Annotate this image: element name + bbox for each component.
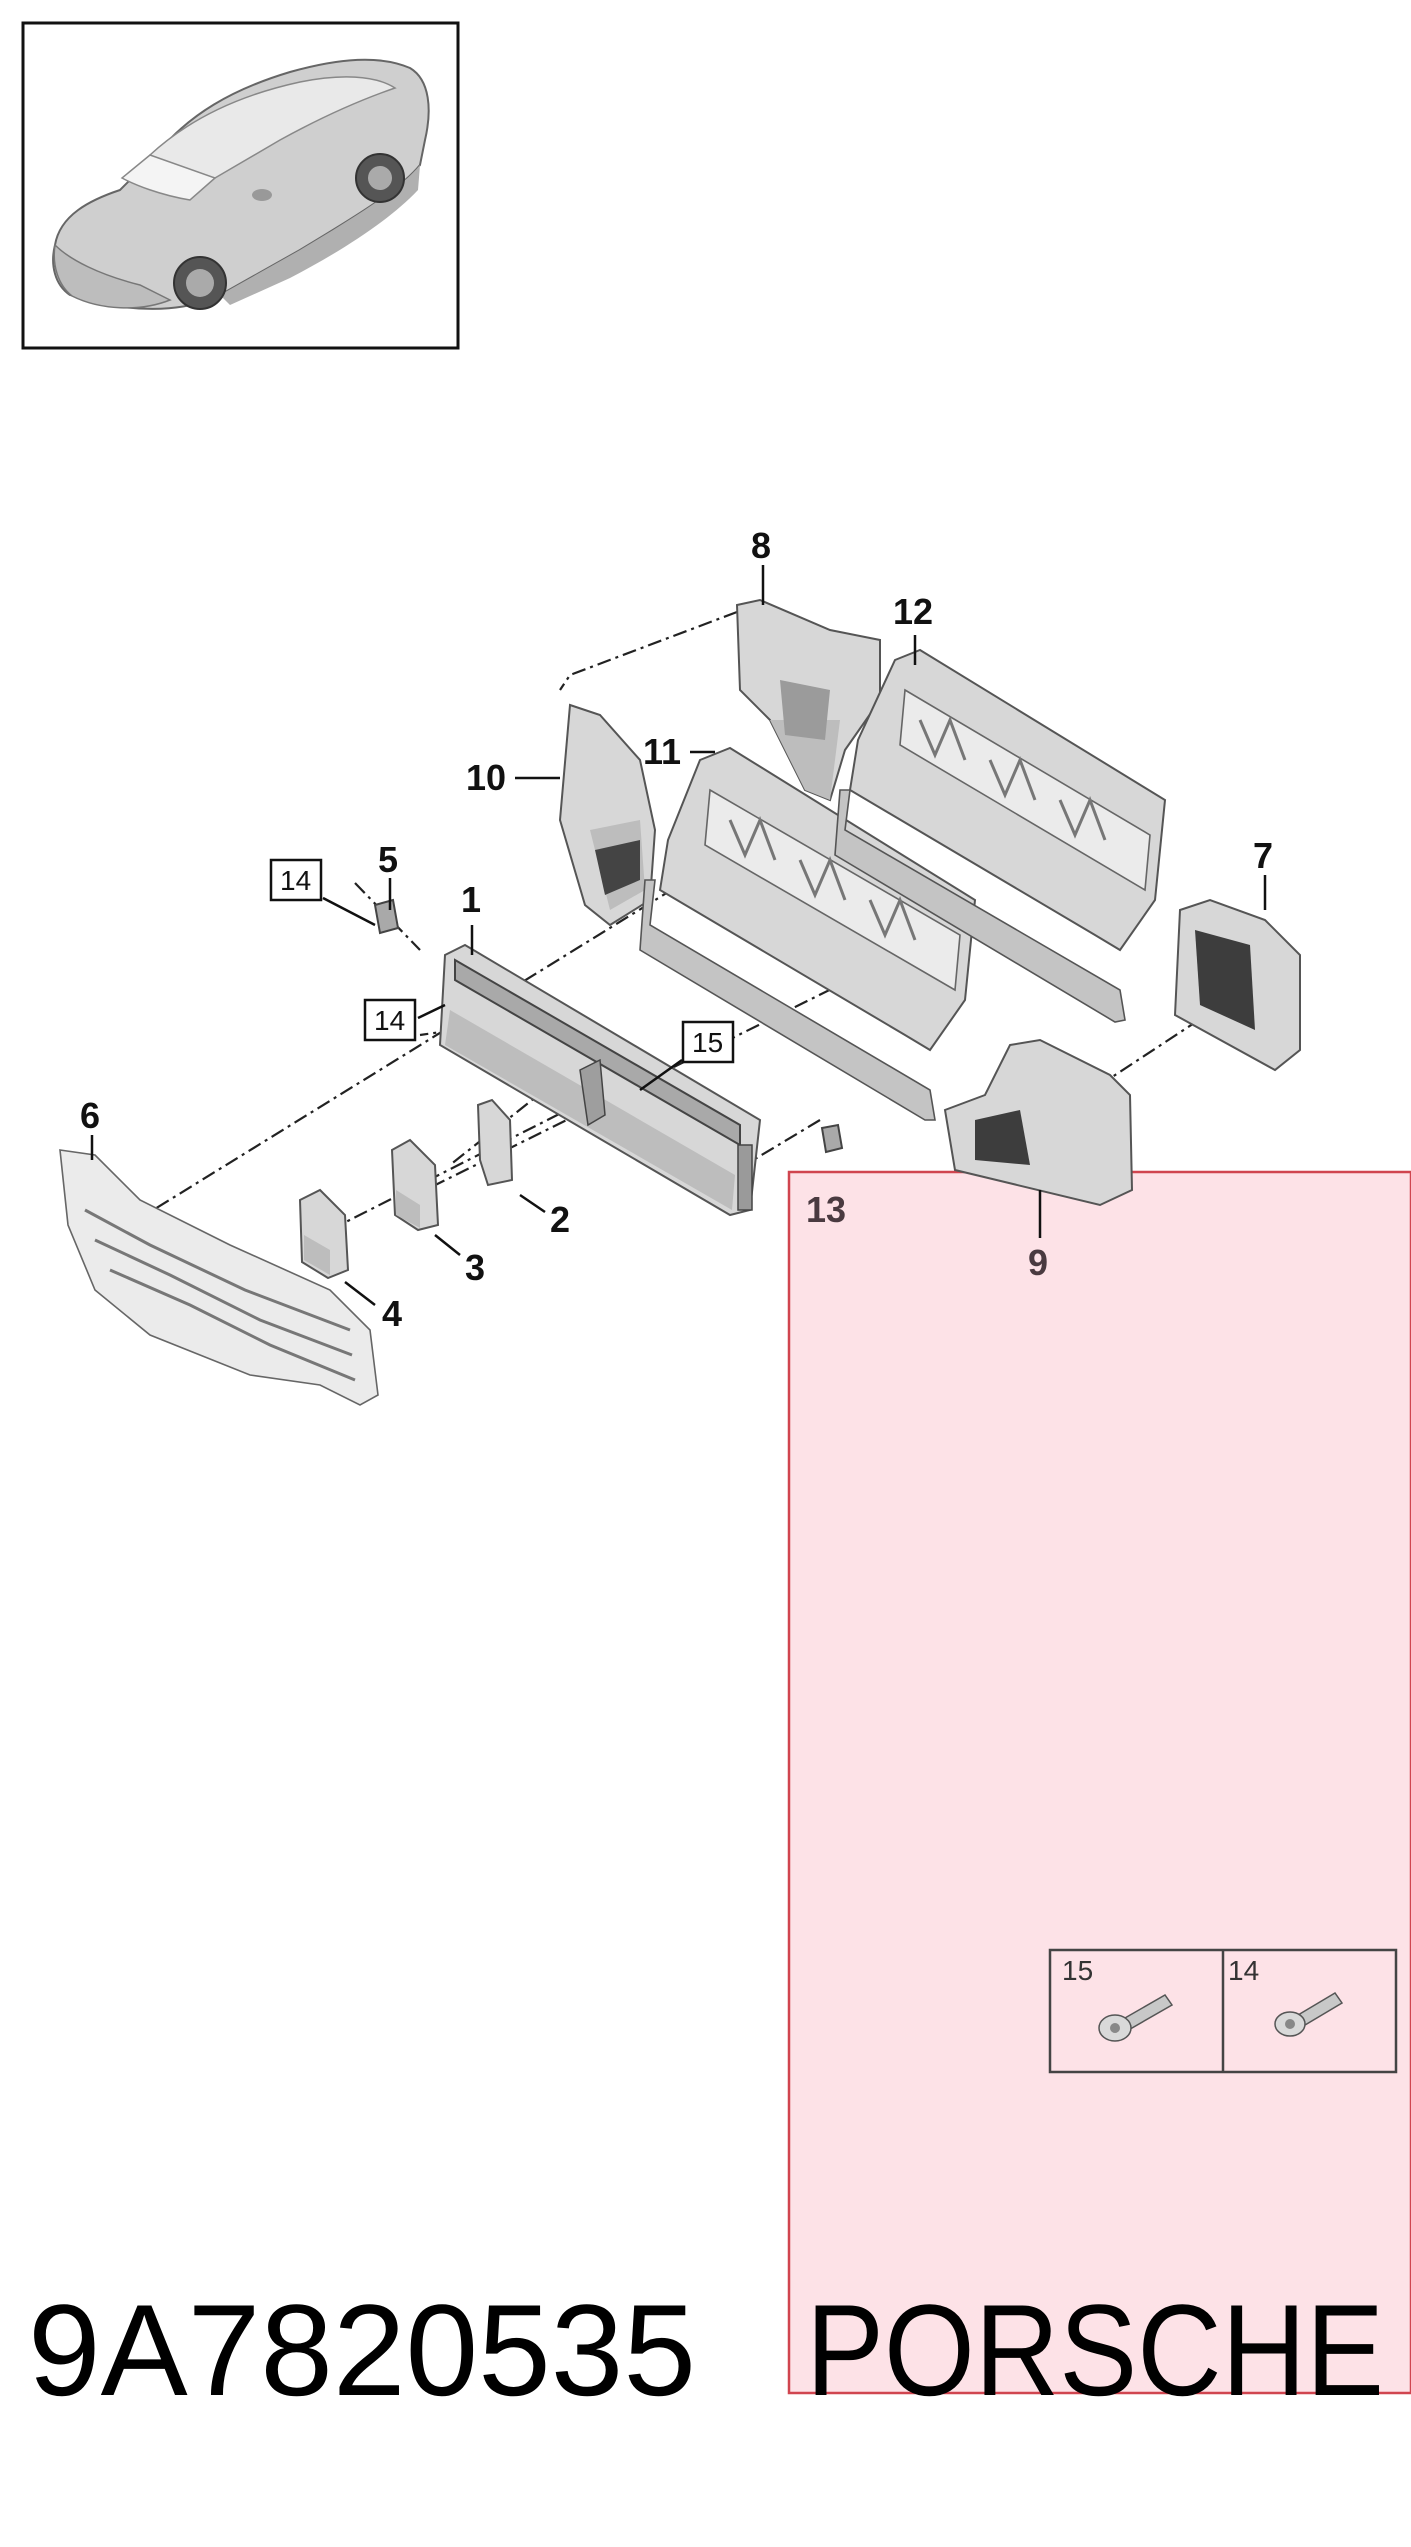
callout-4: 4 <box>382 1293 402 1334</box>
part-9-lower-duct <box>943 1038 1134 1207</box>
callout-10: 10 <box>466 757 506 798</box>
callout-13: 13 <box>806 1189 846 1230</box>
part-7-right-duct <box>1173 898 1301 1072</box>
boxed-ref-15: 15 <box>681 1020 735 1064</box>
boxed-ref-14-mid: 14 <box>363 998 417 1042</box>
svg-text:15: 15 <box>692 1027 723 1058</box>
callout-3: 3 <box>465 1247 485 1288</box>
part-6-lower-grille <box>59 1149 379 1406</box>
boxed-ref-14-top: 14 <box>269 858 323 902</box>
fastener-label-14: 14 <box>1228 1955 1259 1986</box>
bolt-15-icon <box>1098 1994 1174 2042</box>
part-2-bracket <box>476 1098 514 1187</box>
part-3-bracket <box>390 1138 440 1232</box>
part-10-left-duct <box>558 703 657 927</box>
bolt-14-icon <box>1274 1991 1344 2037</box>
callout-5: 5 <box>378 839 398 880</box>
part-12-rear-shutter <box>834 648 1167 1023</box>
part-5-clip <box>373 898 400 935</box>
callout-2: 2 <box>550 1199 570 1240</box>
callout-11: 11 <box>643 731 681 772</box>
part-number: 9A7820535 <box>28 2277 696 2423</box>
part-1-carrier <box>438 943 762 1217</box>
part-4-bracket <box>298 1188 350 1280</box>
fastener-label-15: 15 <box>1062 1955 1093 1986</box>
callout-1: 1 <box>461 879 481 920</box>
part-8-upper-duct <box>735 598 881 802</box>
callout-7: 7 <box>1253 835 1273 876</box>
leader-lines <box>90 565 1267 1306</box>
svg-text:14: 14 <box>374 1005 405 1036</box>
brand-label: PORSCHE <box>806 2277 1384 2423</box>
highlight-panel <box>787 1170 1411 2395</box>
callout-9: 9 <box>1028 1242 1048 1283</box>
callout-12: 12 <box>893 591 933 632</box>
callout-6: 6 <box>80 1095 100 1136</box>
part-11-front-shutter <box>639 746 977 1121</box>
fastener-table: 15 14 <box>1048 1948 1398 2074</box>
vehicle-thumbnail <box>21 21 460 350</box>
callout-8: 8 <box>751 525 771 566</box>
svg-text:14: 14 <box>280 865 311 896</box>
part-13-connector <box>820 1123 844 1154</box>
